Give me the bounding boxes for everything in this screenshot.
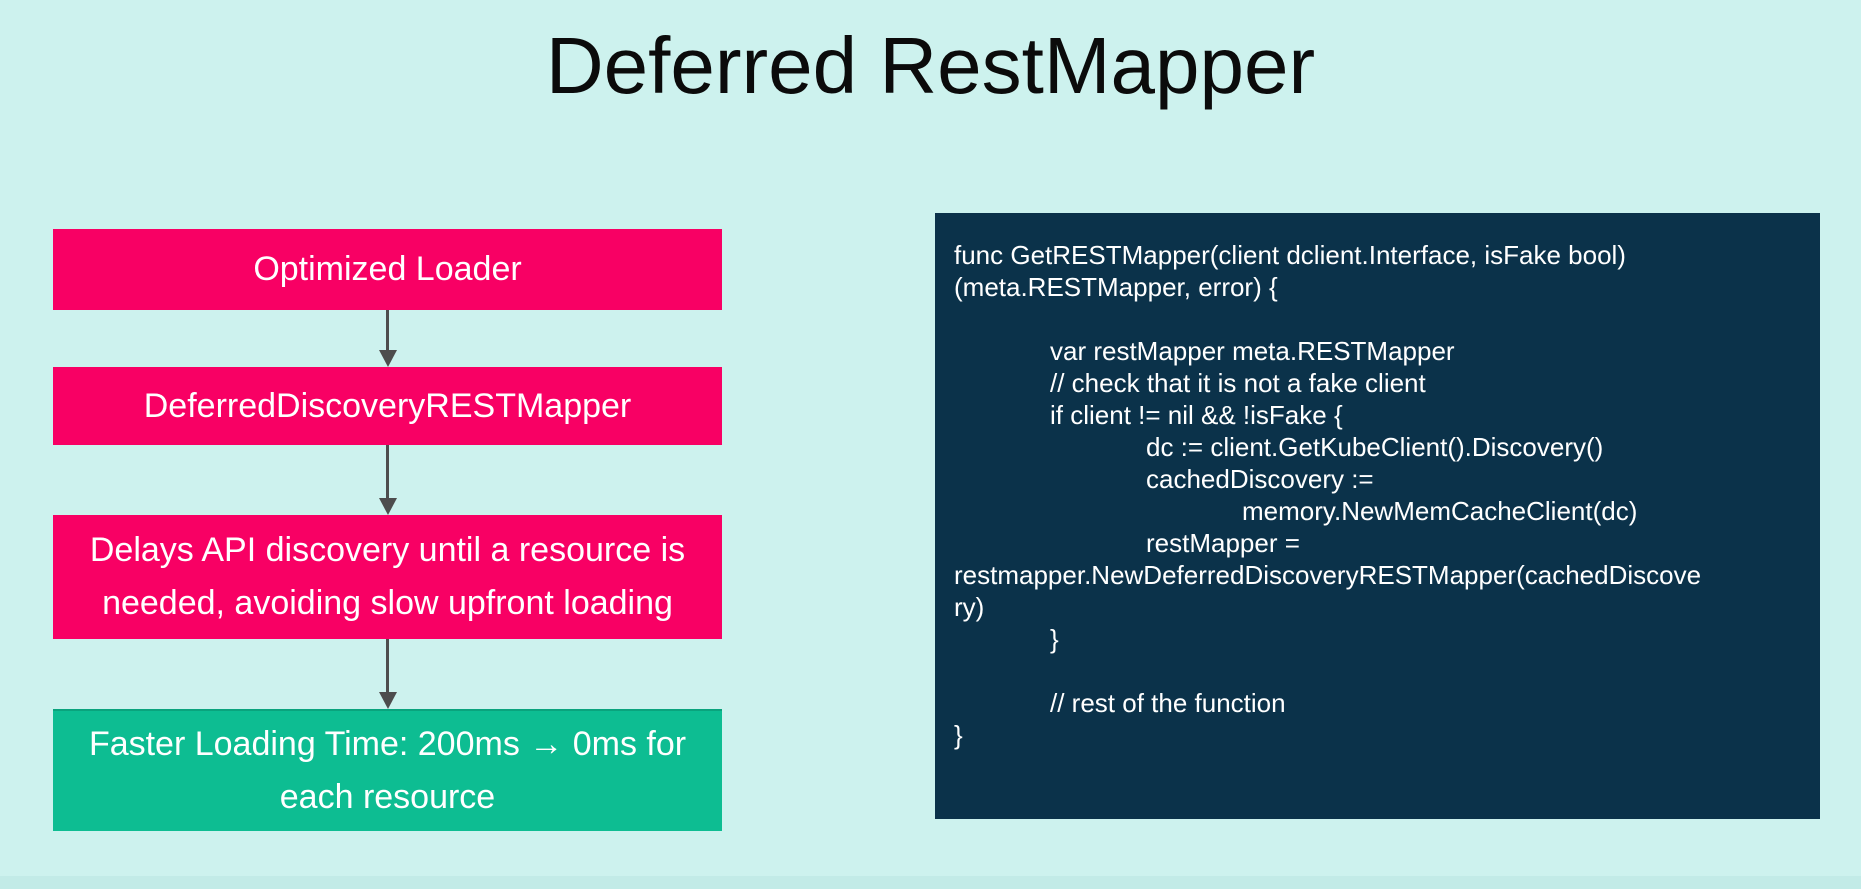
arrow-head [378, 350, 397, 367]
code-line: dc := client.GetKubeClient().Discovery() [954, 432, 1604, 462]
flowchart-box-optimized-loader: Optimized Loader [53, 229, 722, 310]
flowchart-box-label: DeferredDiscoveryRESTMapper [143, 386, 632, 425]
code-line: restmapper.NewDeferredDiscoveryRESTMappe… [954, 560, 1702, 590]
code-line: memory.NewMemCacheClient(dc) [954, 496, 1638, 526]
code-line: if client != nil && !isFake { [954, 400, 1343, 430]
page-title: Deferred RestMapper [545, 21, 1316, 110]
flowchart-box-label-line: Delays API discovery until a resource is [89, 531, 686, 569]
code-line: } [954, 720, 963, 750]
bottom-edge-strip [0, 876, 1861, 889]
flowchart-box-label-line: Faster Loading Time: 200ms → 0ms for [88, 725, 687, 763]
code-line: // check that it is not a fake client [954, 368, 1426, 398]
code-line [954, 303, 1810, 335]
flowchart-box-label-line: each resource [279, 778, 496, 816]
code-line: // rest of the function [954, 688, 1286, 718]
arrow-shaft [386, 310, 389, 350]
flowchart-box-label-line: needed, avoiding slow upfront loading [102, 584, 673, 622]
arrow-head [378, 692, 397, 709]
code-panel: func GetRESTMapper(client dclient.Interf… [935, 213, 1820, 819]
code-line: var restMapper meta.RESTMapper [954, 336, 1455, 366]
code-line: } [954, 624, 1059, 654]
flowchart-box-deferred-discovery-restmapper: DeferredDiscoveryRESTMapper [53, 367, 722, 445]
flowchart-box-delays-api-discovery: Delays API discovery until a resource is… [53, 515, 722, 639]
arrow-shaft [386, 639, 389, 692]
flowchart-box-label: Optimized Loader [253, 250, 522, 288]
arrow-shaft [386, 445, 389, 498]
code-line: (meta.RESTMapper, error) { [954, 272, 1278, 302]
code-line: restMapper = [954, 528, 1300, 558]
code-line: cachedDiscovery := [954, 464, 1374, 494]
code-line: ry) [954, 592, 985, 622]
code-line [954, 655, 1810, 687]
down-arrow-icon [53, 639, 722, 709]
code-line: func GetRESTMapper(client dclient.Interf… [954, 240, 1626, 270]
down-arrow-icon [53, 445, 722, 515]
down-arrow-icon [53, 310, 722, 367]
arrow-head [378, 498, 397, 515]
flowchart-box-faster-loading-time: Faster Loading Time: 200ms → 0ms for eac… [53, 709, 722, 831]
